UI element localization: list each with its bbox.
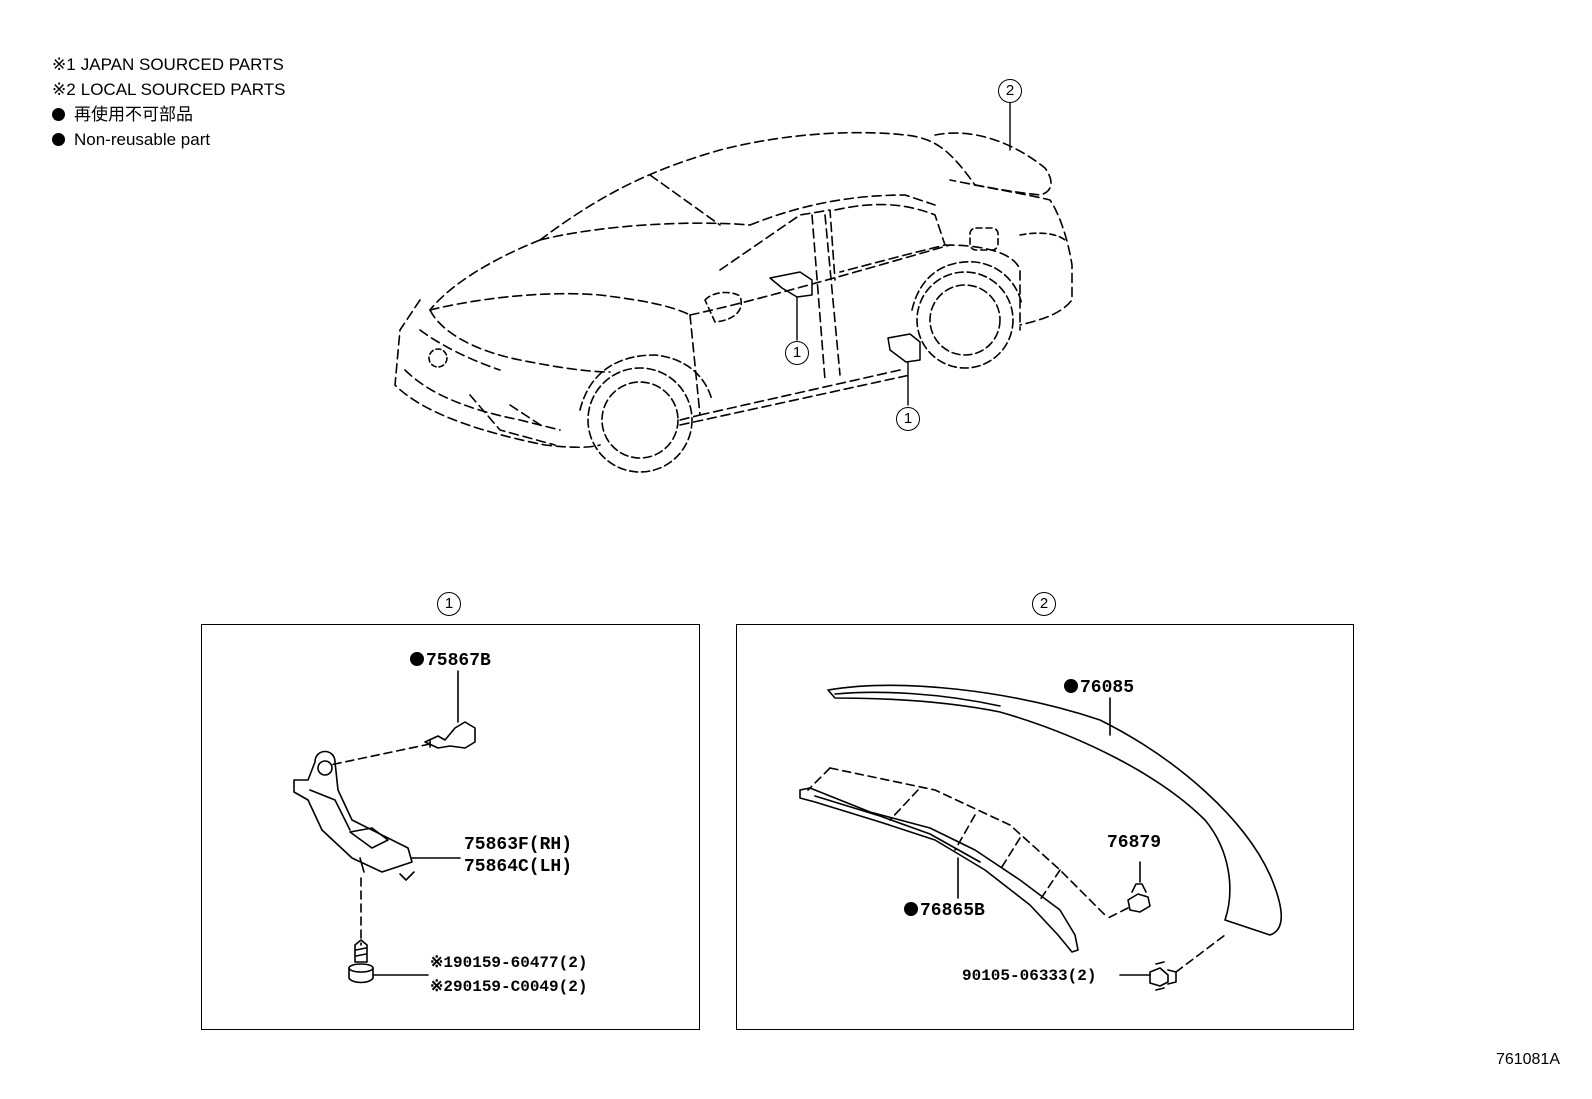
part-label-seal-76865b: 76865B	[904, 900, 985, 922]
legend-mark-1: ※1	[52, 55, 76, 74]
part-label-bracket-rh: 75863F(RH)	[464, 835, 573, 855]
part-label-clip-76879: 76879	[1107, 833, 1162, 853]
legend-japan-sourced: ※1 JAPAN SOURCED PARTS	[52, 52, 285, 77]
group1-box	[201, 624, 700, 1030]
part-label-screw-japan: ※190159-60477(2)	[430, 952, 587, 974]
group2-parts-drawing	[799, 684, 1282, 991]
legend-nonreusable-jp: 再使用不可部品	[52, 102, 285, 127]
legend-nonreusable-en: Non-reusable part	[52, 127, 285, 152]
illustration-code: 761081A	[1495, 1051, 1560, 1068]
callout-1-front-bracket: 1	[785, 341, 809, 365]
group1-parts-drawing	[293, 670, 476, 984]
nonreusable-dot-icon	[52, 108, 65, 121]
legend-text-local: LOCAL SOURCED PARTS	[80, 80, 286, 99]
part-number: 76865B	[920, 901, 985, 921]
source-mark-1: ※1	[430, 954, 454, 972]
part-number: 76085	[1080, 678, 1135, 698]
part-number: 75867B	[426, 651, 491, 671]
callout-2-spoiler: 2	[998, 79, 1022, 103]
part-label-screw-local: ※290159-C0049(2)	[430, 976, 587, 998]
callout-1-rear-bracket: 1	[896, 407, 920, 431]
nonreusable-dot-icon	[410, 652, 424, 666]
car-illustration	[394, 102, 1073, 473]
legend-text-nonreusable-jp: 再使用不可部品	[74, 105, 193, 124]
part-number: 90159-C0049(2)	[453, 978, 588, 996]
part-number: 90159-60477(2)	[453, 954, 588, 972]
part-label-screw-90105: 90105-06333(2)	[962, 967, 1097, 985]
legend-mark-2: ※2	[52, 80, 76, 99]
nonreusable-dot-icon	[904, 902, 918, 916]
group2-header-callout: 2	[1032, 592, 1056, 616]
legend-local-sourced: ※2 LOCAL SOURCED PARTS	[52, 77, 285, 102]
part-label-spoiler-76085: 76085	[1064, 677, 1134, 699]
legend: ※1 JAPAN SOURCED PARTS ※2 LOCAL SOURCED …	[52, 52, 285, 152]
group1-header-callout: 1	[437, 592, 461, 616]
nonreusable-dot-icon	[52, 133, 65, 146]
nonreusable-dot-icon	[1064, 679, 1078, 693]
group2-box	[736, 624, 1354, 1030]
legend-text-nonreusable-en: Non-reusable part	[74, 130, 211, 149]
source-mark-2: ※2	[430, 978, 454, 996]
part-label-bracket-lh: 75864C(LH)	[464, 857, 573, 877]
part-label-clip-75867b: 75867B	[410, 650, 491, 672]
legend-text-japan: JAPAN SOURCED PARTS	[80, 55, 284, 74]
